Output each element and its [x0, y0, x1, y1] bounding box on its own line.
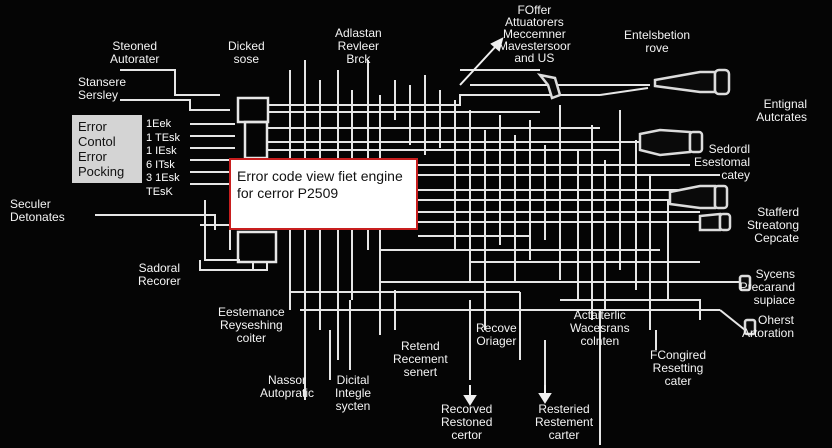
label-systems-precard: Sycens Precarand supiace: [739, 267, 795, 307]
label-engine-actuators: Entignal Autcrates: [756, 97, 807, 124]
error-control-panel: Error Contol Error Pocking: [72, 115, 142, 183]
label-retend: Retend Recement senert: [393, 339, 448, 379]
label-sensor-system: Stansere Sersley: [78, 75, 127, 102]
label-eastemance: Eestemance Reyseshing coiter: [218, 305, 285, 345]
label-sacloral-recorder: Sadoral Recorer: [138, 261, 181, 288]
label-recovered-restored: Recorved Restoned certor: [441, 402, 493, 442]
label-seconal-eventual: Sedordl Esestomal catey: [693, 142, 750, 182]
label-entelisection-rove: Entelsbetion rove: [624, 28, 691, 55]
label-steered-actuator: Steoned Autorater: [110, 39, 160, 66]
error-code-box: Error code view fiet engine for cerror P…: [229, 158, 418, 230]
label-nassor: Nassor Autopratic: [260, 373, 315, 400]
task-list: 1Eek 1 TEsk 1 IEsk 6 ITsk 3 1Esk TEsK: [146, 118, 181, 198]
label-fcongred: FCongired Resetting cater: [650, 348, 707, 388]
label-actuator-waveforms: Actaiterlic Wacesrans colnten: [570, 308, 630, 348]
label-recove-oriager: Recove Oriager: [476, 321, 517, 348]
label-foffer-actuators: FOffer Attuatorers Meccemner Mavestersoo…: [498, 3, 571, 65]
error-code-line-1: Error code view fiet engine: [237, 168, 403, 184]
label-oberst-actuator: Oherst Artoration: [741, 313, 794, 340]
label-restemed-restement: Resteried Restement carter: [535, 402, 594, 442]
error-code-line-2: for cerror P2509: [237, 185, 339, 201]
label-secular-detonators: Seculer Detonates: [10, 197, 65, 224]
label-docked-sose: Dicked sose: [228, 39, 265, 66]
label-actuator-review: Adlastan Revleer Brck: [335, 26, 382, 66]
label-digital-image: Dicital Integle sycten: [335, 373, 372, 413]
label-stafford-streaming: Stafferd Streatong Cepcate: [746, 205, 799, 245]
